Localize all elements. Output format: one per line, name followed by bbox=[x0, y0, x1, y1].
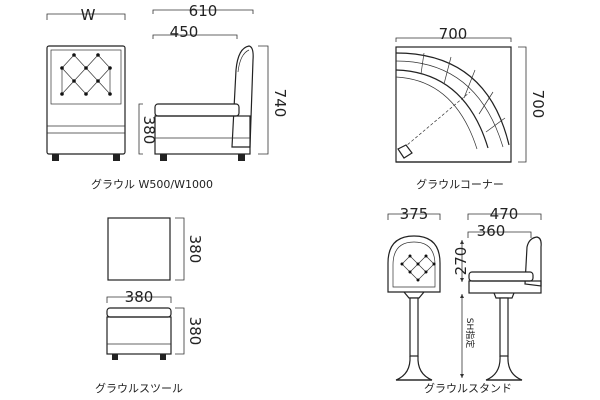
corner-depth-label: 700 bbox=[529, 90, 547, 119]
glaoul-chair-front-view bbox=[46, 45, 126, 161]
corner-width-label: 700 bbox=[439, 25, 468, 43]
stool-top-depth-label: 380 bbox=[186, 235, 204, 264]
stand-caption: グラウルスタンド bbox=[424, 381, 512, 395]
glaoul-stand-front-view bbox=[387, 235, 441, 381]
chair-dimension-lines bbox=[46, 9, 269, 155]
chair-seat-depth-label: 450 bbox=[170, 23, 199, 41]
stand-back-height-label: 270 bbox=[452, 247, 470, 276]
stand-width-label: 375 bbox=[400, 205, 429, 223]
stool-width-label: 380 bbox=[125, 288, 154, 306]
glaoul-chair-side-view bbox=[154, 45, 254, 161]
stand-tufting-pattern bbox=[400, 254, 436, 282]
glaoul-corner-top-view bbox=[395, 46, 512, 163]
tufting-diamond-pattern bbox=[60, 53, 112, 96]
stool-dimension-lines bbox=[106, 217, 185, 355]
stand-depth-label: 470 bbox=[490, 205, 519, 223]
chair-caption: グラウル W500/W1000 bbox=[91, 177, 213, 191]
glaoul-stool-top-view bbox=[107, 217, 171, 281]
glaoul-stand-side-view bbox=[468, 236, 542, 381]
corner-caption: グラウルコーナー bbox=[416, 177, 504, 191]
stand-dimension-lines bbox=[387, 213, 542, 378]
corner-dimension-lines bbox=[395, 37, 527, 163]
stool-height-label: 380 bbox=[186, 317, 204, 346]
chair-front-width-label: W bbox=[81, 6, 96, 24]
chair-seat-height-label: 380 bbox=[140, 116, 158, 145]
stool-caption: グラウルスツール bbox=[95, 381, 183, 395]
stand-seat-height-note: SH指定 bbox=[464, 318, 476, 348]
stand-seat-depth-label: 360 bbox=[477, 222, 506, 240]
glaoul-stool-front-view bbox=[106, 307, 172, 360]
chair-depth-label: 610 bbox=[189, 2, 218, 20]
chair-height-label: 740 bbox=[271, 89, 289, 118]
